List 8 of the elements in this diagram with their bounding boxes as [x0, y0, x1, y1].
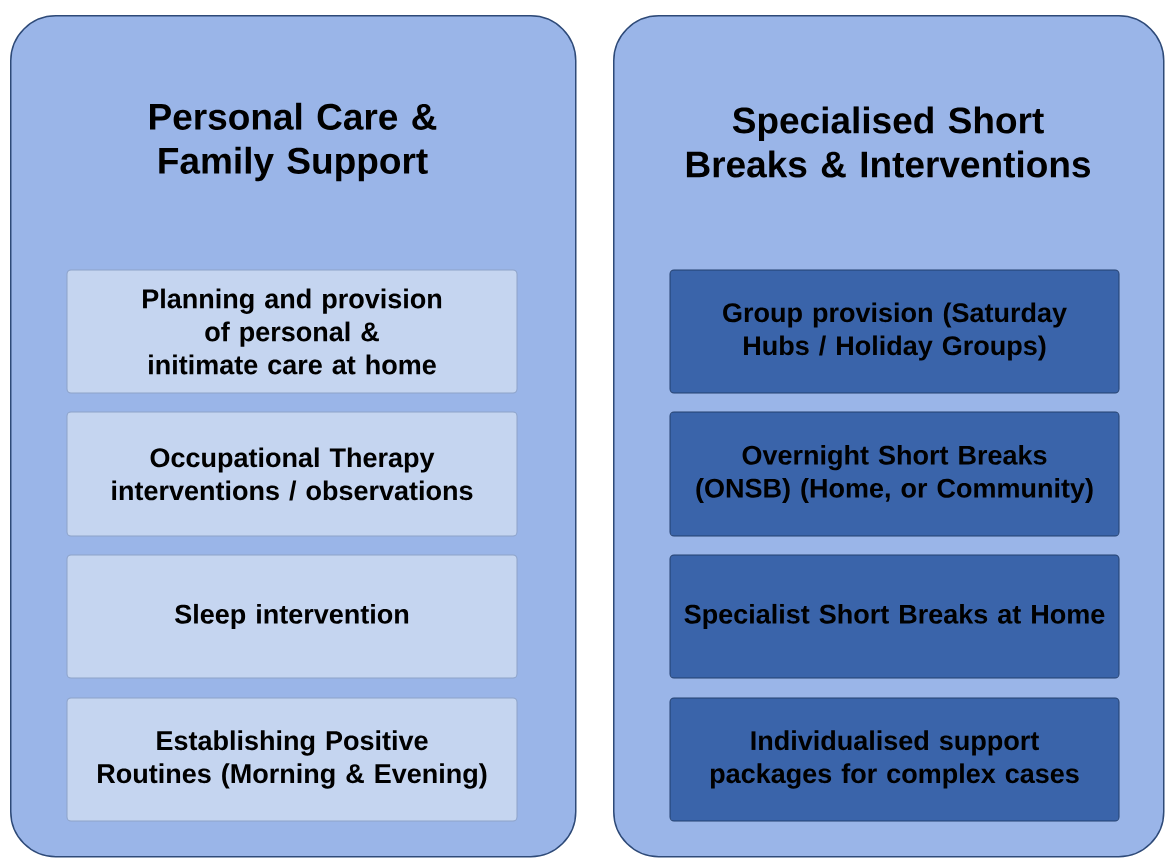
text-box: Establishing Positive Routines (Morning & Evening) [66, 697, 518, 822]
text-box: Sleep intervention [66, 554, 518, 679]
text-box: Overnight Short Breaks (ONSB) (Home, or Community) [669, 411, 1120, 537]
text-box: Group provision (Saturday Hubs / Holiday Groups) [669, 269, 1120, 394]
text-box: Planning and provision of personal & initimate care at home [66, 269, 518, 394]
text-box: Specialist Short Breaks at Home [669, 554, 1120, 679]
text-box: Occupational Therapy interventions / observations [66, 411, 518, 537]
text-box: Individualised support packages for complex cases [669, 697, 1120, 822]
